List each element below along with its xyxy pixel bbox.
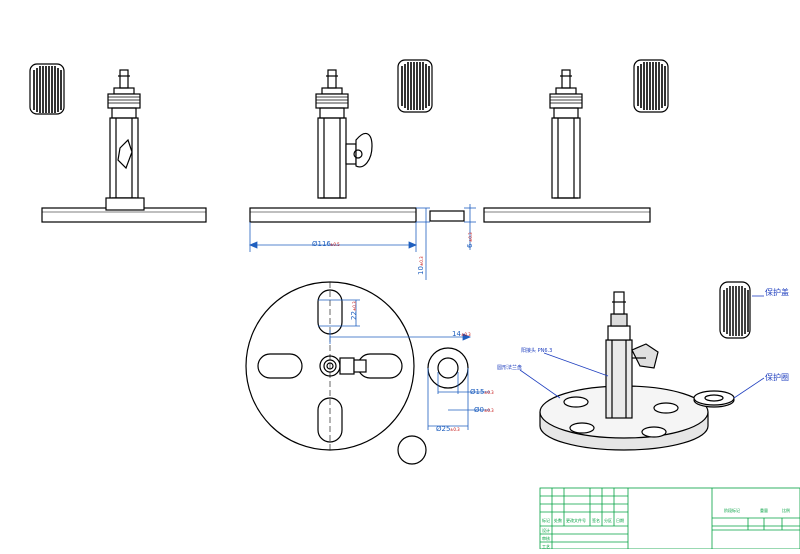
tb-stage-mark: 阶段标记 — [724, 507, 740, 513]
callout-base: 圆形法兰盘 — [497, 364, 522, 371]
isometric-assembly — [539, 291, 709, 451]
dim-slot-offset-tol: ±0.3 — [461, 332, 471, 337]
protective-cap-top — [397, 59, 433, 113]
dim-washer-thickness-tol: ±0.3 — [484, 408, 494, 413]
dim-base-diameter: Ø116 — [312, 240, 331, 248]
dim-slot-length: 22 — [350, 311, 358, 320]
dim-washer-outer-tol: ±0.3 — [450, 427, 460, 432]
tb-scale: 比例 — [782, 507, 790, 513]
dim-washer-inner-tol: ±0.3 — [484, 390, 494, 395]
iso-cap — [719, 281, 751, 339]
protective-cap-right — [633, 59, 669, 113]
washer-side-disc — [397, 435, 427, 465]
tb-zone: 分区 — [604, 517, 612, 523]
front-dimensions — [248, 204, 476, 280]
dim-washer-thickness: Ø0 — [474, 406, 484, 414]
iso-washer — [693, 390, 735, 408]
tb-change-doc: 更改文件号 — [566, 517, 586, 523]
washer-top-view — [427, 347, 469, 389]
dim-washer-outer: Ø25 — [436, 425, 450, 433]
dim-slot-length-tol: ±0.3 — [352, 301, 357, 311]
washer-section — [429, 210, 465, 222]
dim-overall-height: 10 — [417, 266, 425, 275]
top-view-disc — [245, 281, 415, 452]
callout-cap: 保护盖 — [765, 287, 789, 297]
callout-leaders — [519, 295, 765, 399]
dim-plate-thickness: 6 — [466, 243, 474, 248]
tb-review: 审核 — [542, 535, 550, 541]
callout-washer: 保护圈 — [765, 372, 789, 382]
tb-weight: 重量 — [760, 507, 768, 513]
front-view-center — [249, 69, 417, 223]
dim-overall-height-tol: ±0.3 — [419, 256, 424, 266]
protective-cap-left — [29, 63, 65, 115]
tb-design: 设计 — [542, 527, 550, 533]
dim-washer-inner: Ø15 — [470, 388, 484, 396]
washer-dimensions — [427, 368, 490, 430]
dim-base-diameter-tol: ±0.5 — [330, 242, 340, 247]
dim-plate-thickness-tol: ±0.3 — [468, 232, 473, 242]
tb-signature: 签名 — [592, 517, 600, 523]
tb-marker: 标记 — [542, 517, 550, 523]
front-view-right — [483, 69, 651, 223]
dim-slot-offset: 14 — [452, 330, 461, 338]
callout-fitting: 阳接头 PN6.3 — [521, 347, 552, 354]
front-view-left — [29, 63, 207, 223]
tb-date: 日期 — [616, 517, 624, 523]
tb-count: 处数 — [554, 517, 562, 523]
tb-process: 工艺 — [542, 544, 550, 549]
top-view-dimensions — [318, 299, 472, 344]
